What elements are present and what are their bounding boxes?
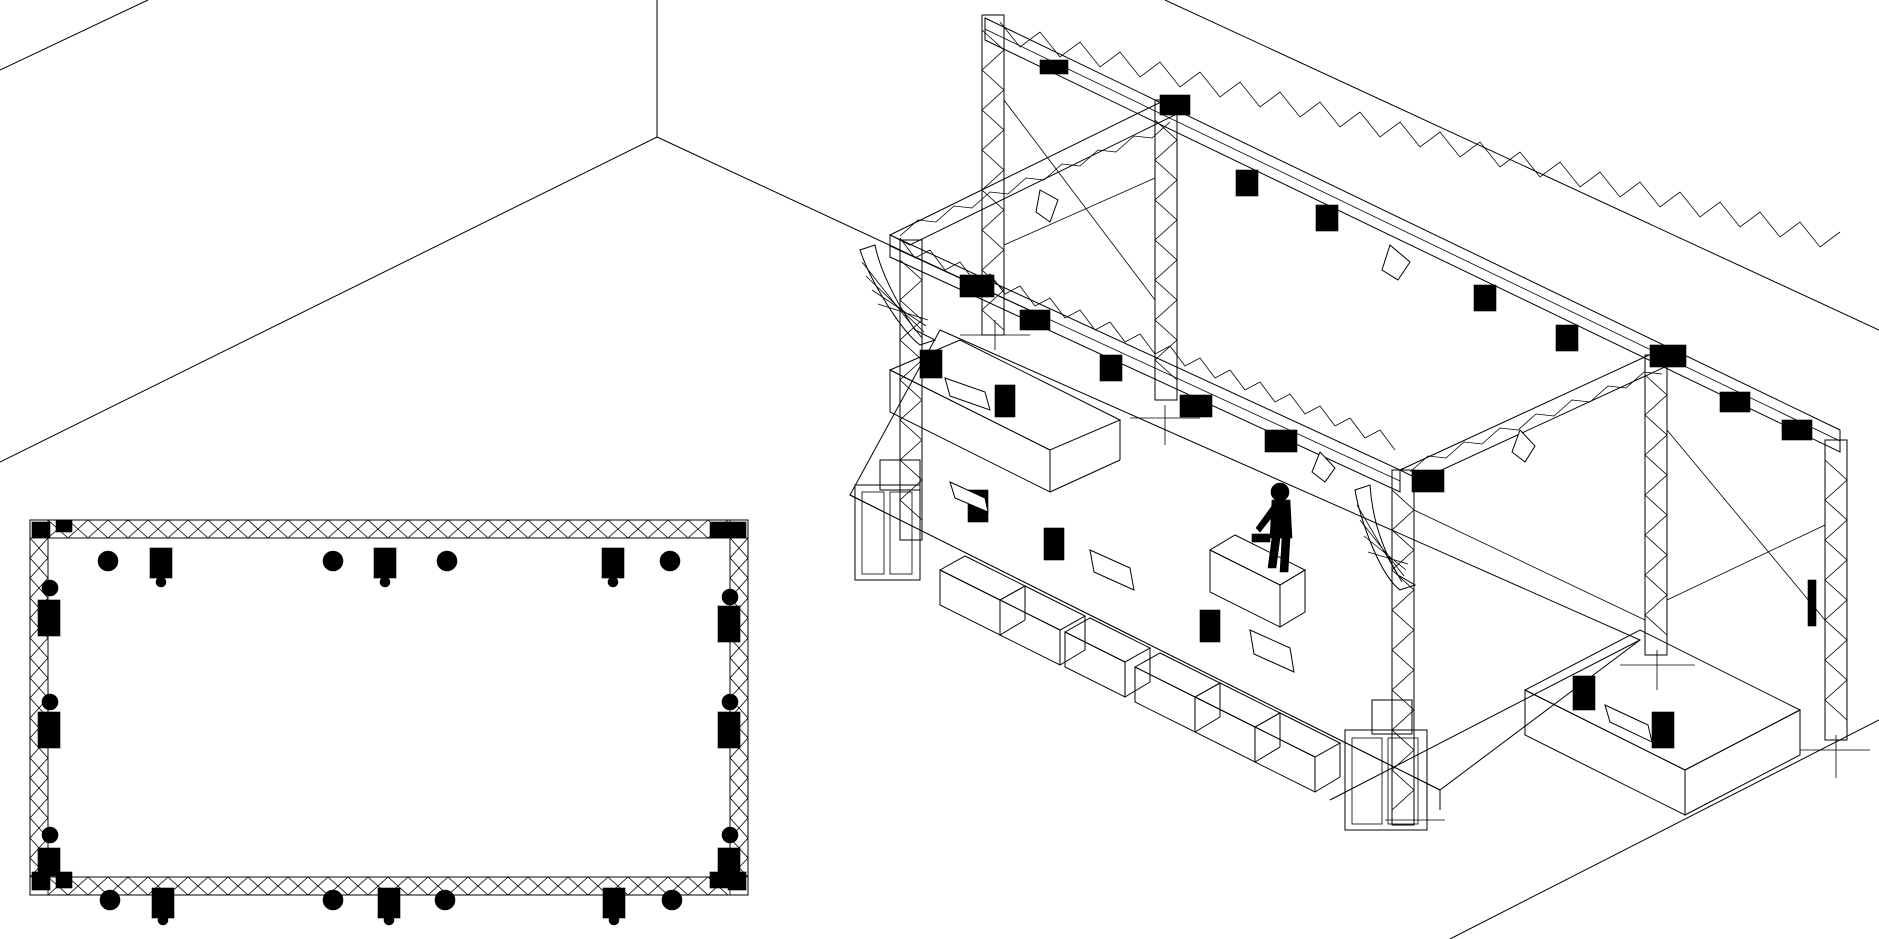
truss-left-side-beam bbox=[888, 99, 1187, 246]
riser-right bbox=[1523, 629, 1802, 816]
truss-base-plates bbox=[960, 320, 1870, 821]
iso-stage-view bbox=[849, 14, 1870, 831]
dj-booth bbox=[1208, 533, 1307, 628]
truss-front-beam bbox=[889, 234, 1401, 493]
truss-back-beam bbox=[984, 17, 1841, 453]
plan-fixtures-top bbox=[97, 547, 681, 588]
plan-fixtures-left bbox=[37, 579, 61, 877]
plan-fixtures-right bbox=[717, 588, 741, 877]
truss-uprights bbox=[899, 14, 1848, 826]
plan-fixtures-bottom bbox=[99, 887, 683, 926]
plan-truss-top bbox=[29, 519, 749, 539]
hanging-fixtures bbox=[919, 59, 1817, 627]
plan-truss-inner bbox=[47, 537, 731, 878]
truss-braces bbox=[1003, 99, 1826, 621]
performer-figure bbox=[1255, 482, 1293, 573]
plan-view bbox=[29, 519, 749, 926]
truss-right-side-beam bbox=[1398, 349, 1682, 481]
speaker-stack-right bbox=[1344, 484, 1428, 831]
front-wedges bbox=[938, 555, 1342, 793]
floor-fixtures bbox=[944, 377, 1675, 749]
